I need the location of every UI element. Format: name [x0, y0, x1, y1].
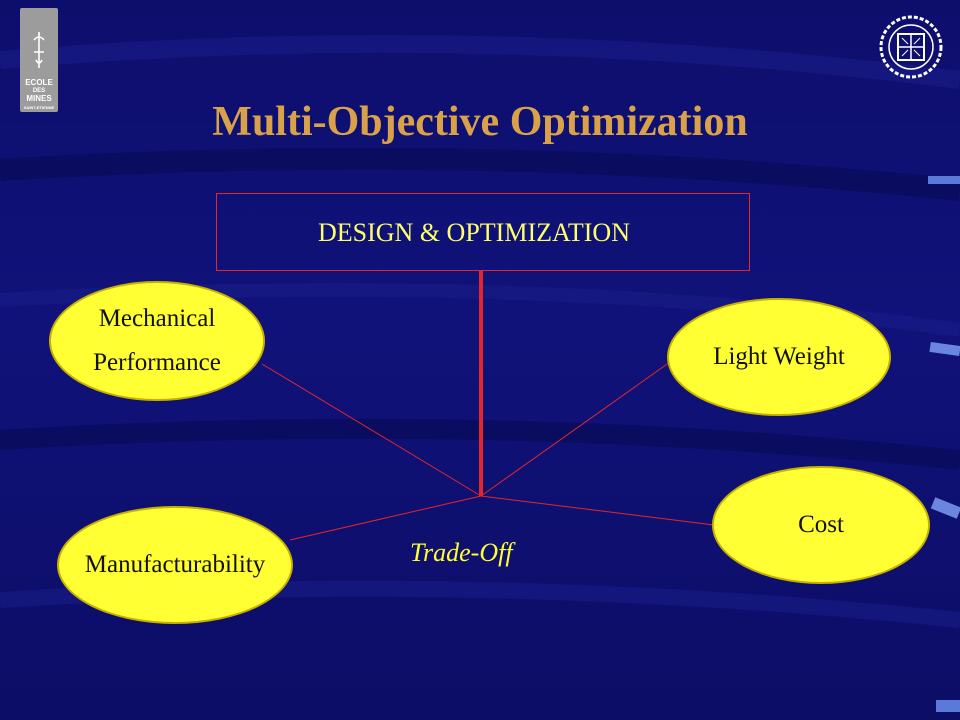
connector-mechanical	[261, 363, 482, 497]
node-cost: Cost	[712, 466, 930, 584]
node-mechanical-performance: Mechanical Performance	[49, 281, 265, 401]
torch-emblem-icon	[33, 32, 45, 68]
slide-title: Multi-Objective Optimization	[212, 99, 748, 145]
logo-text-line2: DES	[32, 88, 46, 94]
logo-text-line1: ECOLE	[25, 78, 53, 87]
design-optimization-box: DESIGN & OPTIMIZATION	[216, 193, 750, 271]
university-seal-icon	[879, 15, 943, 79]
node-light-weight: Light Weight	[667, 298, 891, 416]
connector-manufacturability	[289, 495, 482, 541]
node-light-weight-label: Light Weight	[713, 343, 845, 370]
ecole-des-mines-logo: ECOLE DES MINES SAINT-ETIENNE	[20, 8, 58, 112]
node-manufacturability-label: Manufacturability	[84, 551, 266, 578]
node-manufacturability: Manufacturability	[57, 506, 293, 624]
node-cost-label: Cost	[798, 511, 844, 538]
node-mechanical-line1: Mechanical	[98, 305, 216, 332]
design-optimization-label: DESIGN & OPTIMIZATION	[318, 218, 630, 247]
node-mechanical-line2: Performance	[93, 349, 221, 376]
logo-text-line4: SAINT-ETIENNE	[23, 105, 55, 110]
right-edge-dashes	[928, 176, 960, 712]
connectors	[261, 271, 715, 541]
tradeoff-label: Trade-Off	[410, 538, 513, 567]
connector-cost	[480, 495, 715, 526]
logo-text-line3: MINES	[26, 94, 52, 103]
connector-light-weight	[480, 361, 671, 497]
